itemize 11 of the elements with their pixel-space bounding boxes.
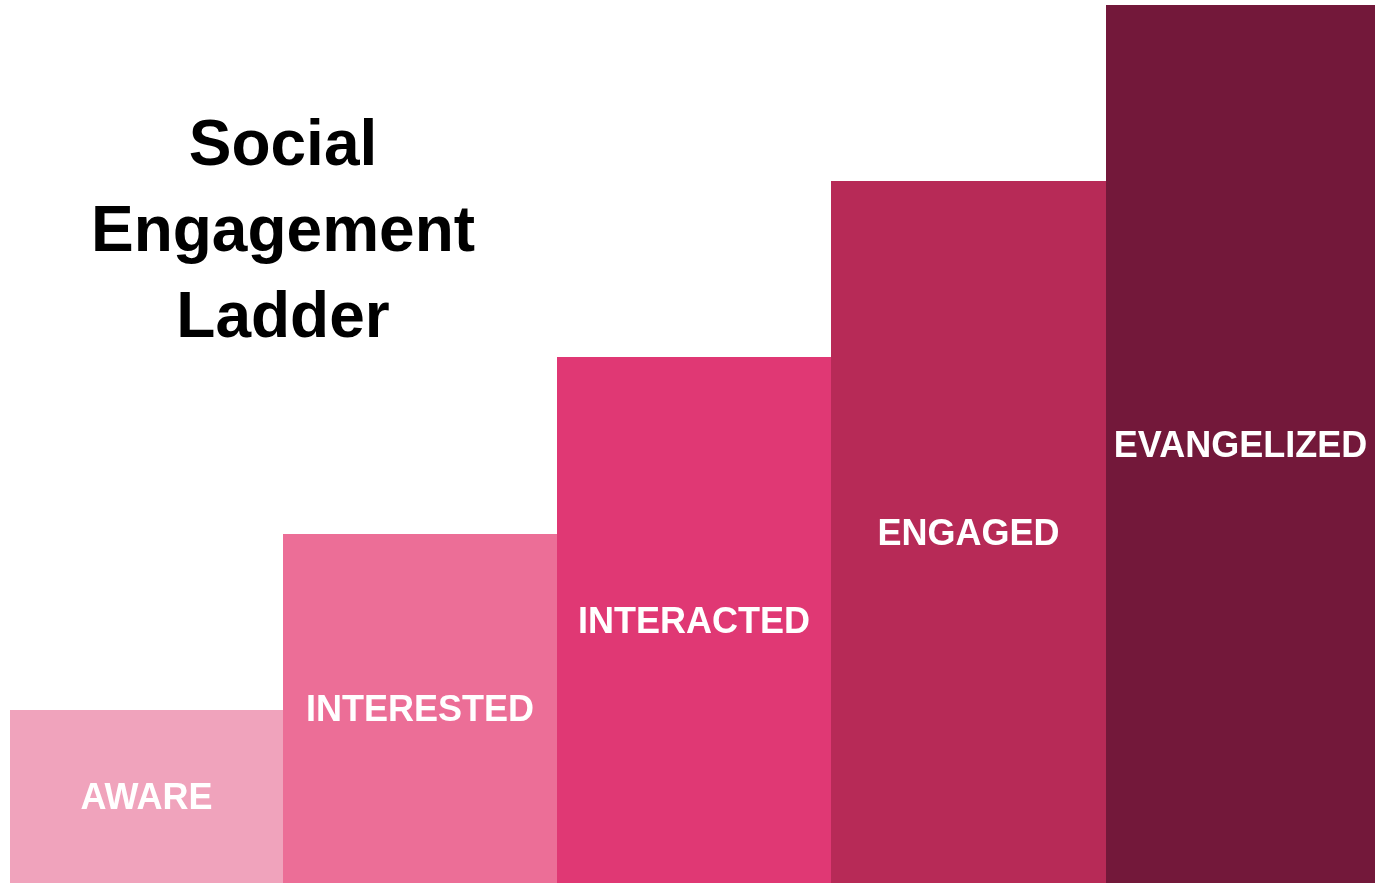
step-label: EVANGELIZED [1113,422,1368,467]
ladder-step [10,710,283,883]
step-label: INTERESTED [306,687,534,731]
ladder-step [283,534,557,883]
step-label: ENGAGED [877,510,1060,555]
step-label: INTERACTED [578,598,810,643]
step-label: AWARE [80,775,213,819]
ladder-step [1106,5,1375,883]
ladder-step [557,357,831,883]
ladder-step [831,181,1106,883]
title: Social Engagement Ladder [89,106,477,353]
